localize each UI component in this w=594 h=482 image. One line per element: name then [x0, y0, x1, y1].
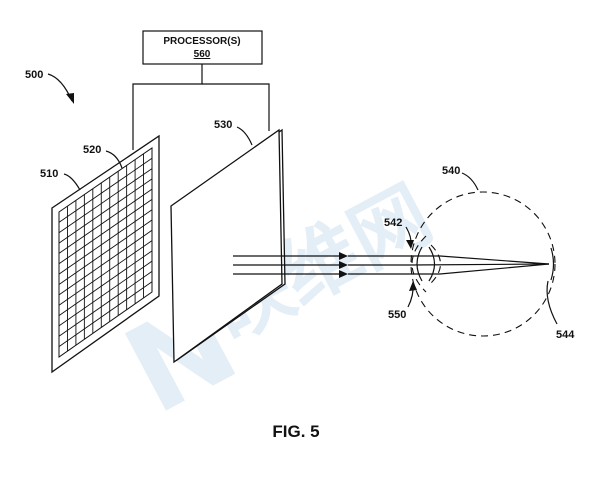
display-inner-frame [58, 147, 153, 358]
pixel-grid [58, 153, 153, 352]
eye [410, 191, 556, 337]
label-display: 510 [40, 168, 58, 180]
processor-box-title: PROCESSOR(S) [163, 36, 240, 47]
lens-arc-left [416, 246, 423, 282]
processor-box-number: 560 [194, 49, 211, 60]
grid-row-line [58, 209, 153, 275]
grid-row-line [58, 178, 153, 244]
leader-542-arrowhead [406, 240, 414, 249]
label-grid: 520 [83, 144, 101, 156]
processor-box: PROCESSOR(S) 560 [142, 30, 263, 65]
grid-row-line [58, 229, 153, 296]
grid-row-line [58, 188, 153, 254]
grid-row-line [58, 199, 153, 265]
grid-row-line [58, 168, 153, 234]
label-light-path: 550 [388, 309, 406, 321]
grid-row-line [58, 271, 153, 337]
light-rays [233, 252, 550, 278]
ray-converge-top [410, 255, 550, 265]
ray-arrow-top [339, 252, 348, 260]
grid-row-line [58, 240, 153, 306]
label-eye-front: 542 [384, 217, 402, 229]
display-panel [51, 134, 160, 374]
leader-520 [105, 150, 123, 169]
leader-550-arrowhead [409, 281, 417, 291]
leader-544 [546, 280, 558, 325]
eyeball-outline [410, 191, 556, 337]
grid-row-line [58, 157, 153, 223]
cornea-outer-arc [411, 235, 427, 293]
ray-arrow-bottom [339, 270, 348, 278]
label-retina: 544 [556, 329, 575, 341]
label-eye: 540 [442, 165, 460, 177]
processor-connections [132, 64, 270, 150]
reference-numerals: 500 510 520 530 540 542 550 544 [25, 69, 575, 341]
lens-plate-face [170, 128, 283, 364]
grid-row-line [58, 260, 153, 327]
leader-500-arrowhead [66, 93, 74, 104]
reference-leaders [47, 73, 558, 325]
leader-510 [63, 173, 81, 191]
lens-plate [170, 128, 286, 364]
ray-arrow-middle [339, 261, 348, 269]
ray-converge-bottom [410, 263, 550, 275]
lens-arc-right [428, 246, 436, 282]
grid-row-line [58, 250, 153, 316]
leader-540 [461, 172, 479, 191]
figure-caption: FIG. 5 [272, 422, 319, 441]
cornea-inner-arc [430, 244, 442, 284]
ray-converge-middle [409, 263, 550, 266]
grid-row-line [58, 281, 153, 348]
wire-lens [202, 83, 270, 131]
label-lens: 530 [214, 119, 232, 131]
display-outer-frame [51, 134, 160, 374]
leader-530 [236, 126, 253, 146]
retina-arc [550, 247, 555, 281]
grid-row-line [58, 219, 153, 285]
label-system: 500 [25, 69, 43, 81]
wire-display [132, 64, 203, 150]
